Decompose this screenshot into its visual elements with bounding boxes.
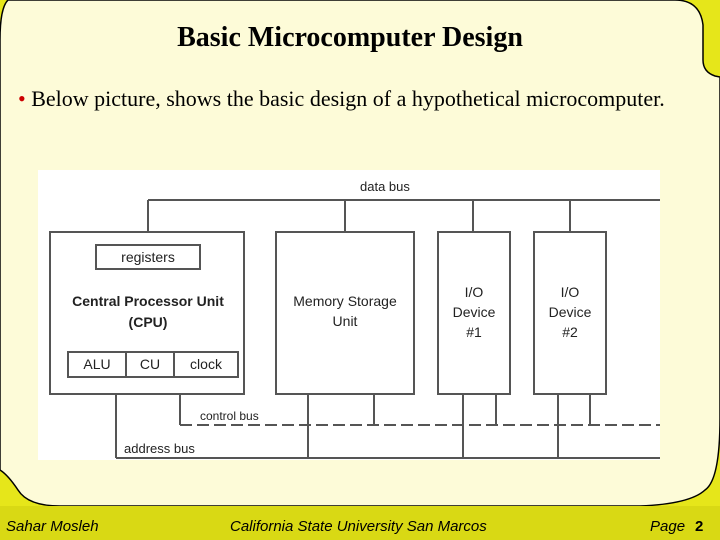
footer-band [0, 506, 720, 540]
registers-box [95, 244, 201, 270]
page-number: 2 [695, 518, 704, 535]
io2-label-line3: #2 [562, 324, 578, 340]
control-bus-label: control bus [200, 409, 259, 423]
bullet-item: • Below picture, shows the basic design … [18, 85, 695, 113]
slide-title: Basic Microcomputer Design [177, 22, 523, 53]
memory-label-line2: Unit [333, 313, 358, 329]
memory-label-line1: Memory Storage [293, 293, 397, 309]
io2-label-line1: I/O [561, 284, 580, 300]
cu-label: CU [140, 356, 160, 372]
memory-box [275, 231, 415, 395]
data-bus-label: data bus [360, 179, 410, 194]
bullet-text: Below picture, shows the basic design of… [31, 86, 665, 111]
footer-institution: California State University San Marcos [230, 518, 487, 535]
footer-page: Page 2 [650, 518, 703, 535]
clock-box [173, 351, 239, 378]
registers-label: registers [121, 249, 175, 265]
io-device-2-box [533, 231, 607, 395]
io1-label-line1: I/O [465, 284, 484, 300]
address-bus-label: address bus [124, 441, 195, 456]
bullet-icon: • [18, 86, 26, 111]
footer-author: Sahar Mosleh [6, 518, 99, 535]
page-label: Page [650, 518, 686, 535]
io1-label-line2: Device [453, 304, 496, 320]
cpu-label-line1: Central Processor Unit [72, 293, 224, 309]
cpu-label-line2: (CPU) [129, 314, 168, 330]
alu-label: ALU [83, 356, 110, 372]
io1-label-line3: #1 [466, 324, 482, 340]
microcomputer-diagram: data bus registers Central Processor Uni… [38, 170, 660, 460]
clock-label: clock [190, 356, 223, 372]
io2-label-line2: Device [549, 304, 592, 320]
io-device-1-box [437, 231, 511, 395]
